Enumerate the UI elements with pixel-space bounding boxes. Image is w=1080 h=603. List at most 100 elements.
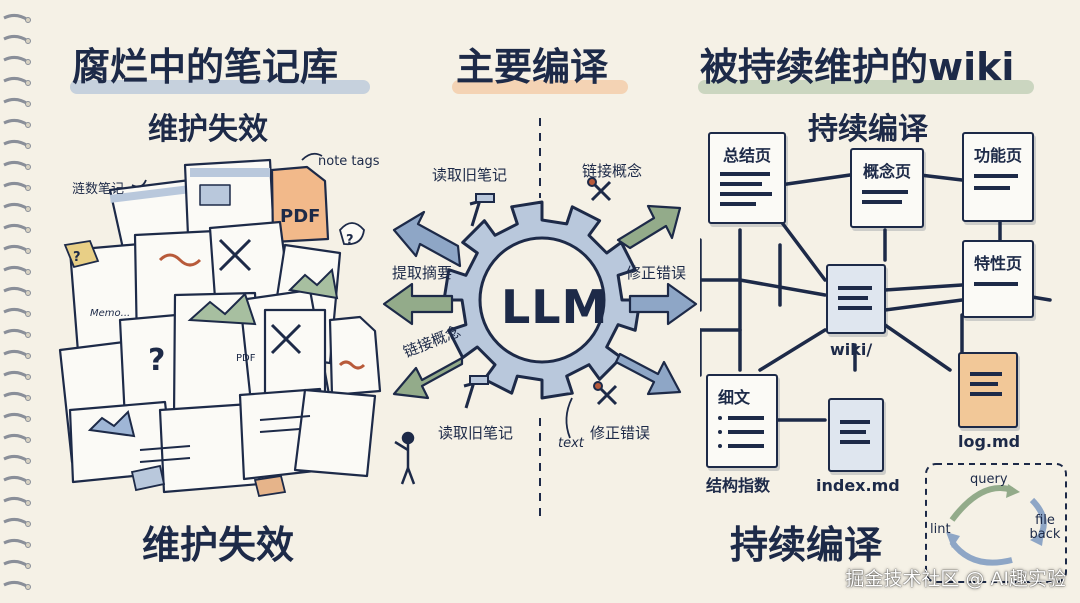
rotting-notes-pile: ? ? ? [58,152,416,498]
right-footer: 持续编译 [730,523,883,567]
svg-text:?: ? [148,343,165,378]
gear-hub [478,236,606,364]
wiki-link-graph [700,173,1052,422]
spiral-hole [25,59,31,65]
memo-label: Memo... [90,308,131,319]
spiral-hole [25,353,31,359]
spiral-hole [25,416,31,422]
spiral-ring [3,496,29,505]
cycle-file-back-label: file back [1029,513,1061,542]
spiral-hole [25,248,31,254]
spiral-hole [25,458,31,464]
spiral-ring [3,202,29,211]
index-md-node [828,398,884,472]
spiral-ring [3,160,29,169]
spiral-ring [3,307,29,316]
action-extract-summary: 提取摘要 [392,264,453,282]
wiki-label: wiki/ [830,340,873,359]
spiral-ring [3,580,29,589]
spiral-ring [3,412,29,421]
spiral-hole [25,311,31,317]
spiral-hole [25,479,31,485]
spiral-ring [3,475,29,484]
svg-text:?: ? [346,233,354,248]
right-subtitle: 持续编译 [808,112,928,147]
spiral-hole [25,38,31,44]
spiral-ring [3,223,29,232]
log-md-label: log.md [958,432,1021,451]
note-tags-label: note tags [318,154,380,169]
action-fix-right: 修正错误 [626,264,687,282]
pdf-small-label: PDF [236,353,256,364]
spiral-hole [25,101,31,107]
notebook-spiral [3,13,31,590]
spiral-ring [3,13,29,22]
center-title: 主要编译 [456,45,609,89]
maintenance-cycle [925,463,1067,583]
spiral-ring [3,454,29,463]
llm-label: LLM [501,280,609,334]
cycle-query-label: query [970,472,1008,487]
watermark: 掘金技术社区 @ AI趣实验 [845,568,1066,590]
spiral-ring [3,181,29,190]
left-title-highlight [70,80,370,94]
right-title-highlight [698,80,1034,94]
spiral-ring [3,265,29,274]
spiral-hole [25,437,31,443]
svg-text:?: ? [73,250,81,265]
spiral-ring [3,76,29,85]
spiral-ring [3,139,29,148]
spiral-ring [3,244,29,253]
spiral-ring [3,517,29,526]
left-footer: 维护失效 [142,523,295,567]
pdf-label: PDF [280,206,321,227]
left-title: 腐烂中的笔记库 [72,45,339,89]
spiral-ring [3,118,29,127]
trait-page-node: 特性页 [962,240,1034,318]
spiral-hole [25,500,31,506]
spiral-hole [25,521,31,527]
spiral-hole [25,395,31,401]
spiral-hole [25,584,31,590]
spiral-hole [25,80,31,86]
spiral-ring [3,34,29,43]
spiral-ring [3,538,29,547]
spiral-ring [3,286,29,295]
action-read-old-top: 读取旧笔记 [432,166,508,184]
action-fix-bottom: 修正错误 [590,424,651,442]
structure-index-label: 结构指数 [706,476,771,495]
spiral-hole [25,164,31,170]
spiral-ring [3,55,29,64]
wiki-folder-node [826,264,886,334]
log-md-node [958,352,1018,428]
scattered-notes-label: 涟数笔记 [72,182,125,197]
spiral-hole [25,143,31,149]
spiral-hole [25,269,31,275]
spiral-ring [3,97,29,106]
spiral-ring [3,370,29,379]
spiral-ring [3,433,29,442]
center-title-highlight [452,80,628,94]
spiral-ring [3,559,29,568]
feature-page-node: 功能页 [962,132,1034,222]
spiral-hole [25,332,31,338]
spiral-ring [3,391,29,400]
action-link-right: 链接概念 [582,162,643,180]
spiral-hole [25,227,31,233]
spiral-hole [25,563,31,569]
summary-page-node: 总结页 [708,132,786,224]
index-md-label: index.md [816,476,900,495]
left-subtitle: 维护失效 [148,112,268,147]
spiral-hole [25,290,31,296]
llm-compile-engine [382,118,698,518]
scribble-label: text [558,436,584,451]
right-title: 被持续维护的wiki [700,45,1015,89]
spiral-hole [25,374,31,380]
spiral-hole [25,542,31,548]
action-read-old-bottom: 读取旧笔记 [438,424,514,442]
llm-gear [442,200,642,400]
spiral-hole [25,122,31,128]
concept-page-node: 概念页 [850,148,924,228]
spiral-ring [3,328,29,337]
